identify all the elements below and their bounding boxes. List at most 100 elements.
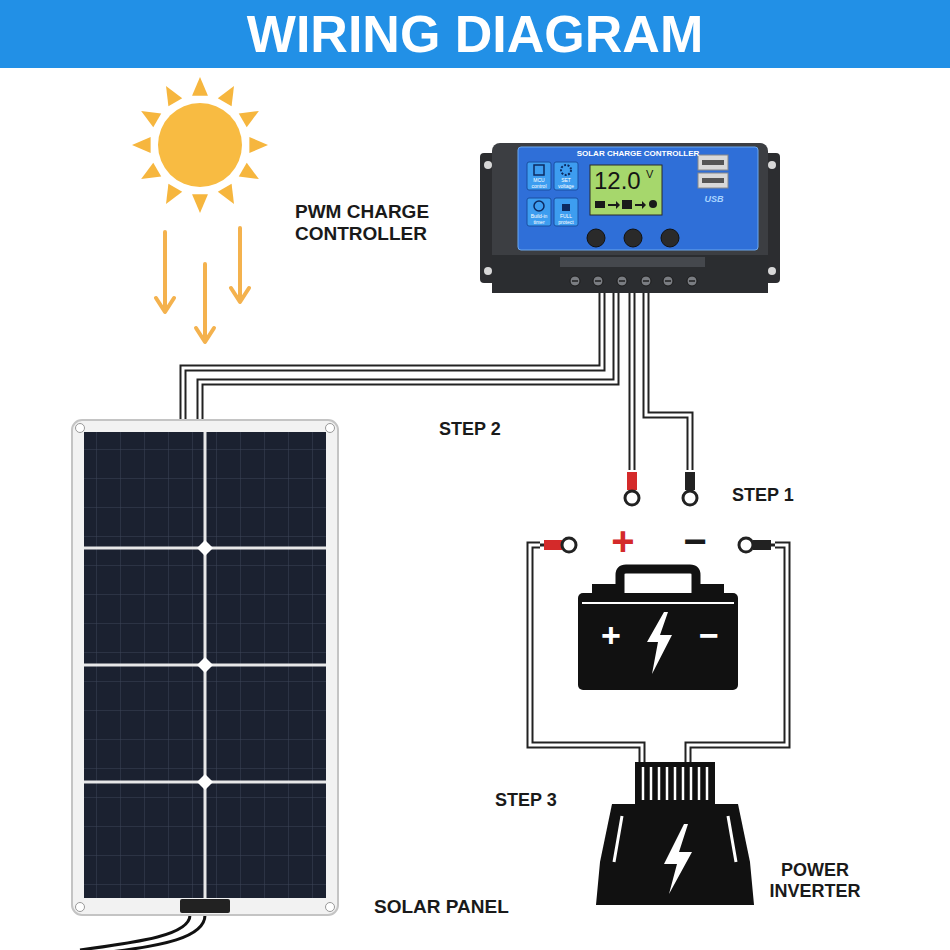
title: WIRING DIAGRAM <box>0 6 950 62</box>
wire-end <box>769 544 775 547</box>
cell-dot <box>197 657 213 673</box>
cell-dot <box>197 540 213 556</box>
feature-label: SET voltage <box>554 178 578 190</box>
voltage-unit: V <box>646 168 658 181</box>
sun-ray <box>249 137 268 153</box>
sun-rays-arrows <box>156 228 249 342</box>
sun-ray <box>192 194 208 213</box>
solar-cells <box>84 432 326 898</box>
terminal-sleeve <box>627 472 637 490</box>
panel-cable <box>80 915 205 950</box>
battery-handle <box>620 569 696 593</box>
step-label: STEP 1 <box>730 485 796 506</box>
title-bar: WIRING DIAGRAM <box>0 0 950 68</box>
feature-tile <box>554 198 578 226</box>
screw-slot <box>595 280 601 282</box>
feature-tile <box>527 198 551 226</box>
sun-ray <box>192 77 208 96</box>
mount-hole <box>484 267 492 275</box>
sun-ray <box>218 184 234 204</box>
inverter-top <box>635 762 715 806</box>
screw-slot <box>665 280 671 282</box>
terminal-screw <box>617 276 627 286</box>
battery-sign: − <box>694 616 724 655</box>
button <box>661 229 679 247</box>
lightning-bolt <box>664 824 692 894</box>
chip-icon <box>534 165 544 175</box>
battery-post <box>592 584 616 594</box>
usb-ports <box>698 155 728 188</box>
wire <box>183 293 602 420</box>
lcd-screen <box>590 165 662 215</box>
sun-disc <box>158 103 242 187</box>
terminal-screw <box>593 276 603 286</box>
mount-hole <box>484 161 492 169</box>
junction-box <box>180 899 230 913</box>
screw-slot <box>689 280 695 282</box>
wire-core <box>646 293 690 470</box>
battery-sign: + <box>596 616 626 655</box>
polarity-sign: + <box>606 518 640 564</box>
terminal-marks <box>560 257 705 267</box>
solar-panel-outline <box>72 420 338 915</box>
cable <box>110 915 205 950</box>
wire-core <box>183 293 602 420</box>
mount-hole <box>76 903 85 912</box>
charge-controller-outline <box>480 143 780 293</box>
cable <box>80 915 190 950</box>
device-label: PWM CHARGE CONTROLLER <box>295 201 470 245</box>
sun-ray <box>166 86 182 106</box>
polarity-sign: − <box>678 518 712 564</box>
wire <box>200 293 616 420</box>
ring-terminal <box>683 491 697 505</box>
cooling-fins <box>643 767 707 800</box>
clock-icon <box>534 201 544 211</box>
button <box>624 229 642 247</box>
mount-hole <box>768 161 776 169</box>
terminal-sleeve <box>544 540 562 550</box>
usb-label: USB <box>697 194 731 204</box>
battery-body <box>578 593 738 690</box>
light-arrow <box>196 264 214 342</box>
battery-post <box>700 584 724 594</box>
terminal-sleeve <box>753 540 771 550</box>
wire <box>646 293 690 470</box>
feature-tile <box>554 162 578 190</box>
feature-label: MCU control <box>527 178 551 190</box>
front-panel <box>518 147 758 250</box>
screw-slot <box>619 280 625 282</box>
ring-terminal <box>739 538 753 552</box>
sun-ray <box>166 184 182 204</box>
terminal-screw <box>687 276 697 286</box>
feature-label: FULL protect <box>554 214 578 226</box>
terminal-strip <box>492 255 768 293</box>
lcd-icons <box>595 200 657 209</box>
lightning-bolt <box>647 612 672 674</box>
terminal-screw <box>641 276 651 286</box>
cell-dot <box>197 774 213 790</box>
sun-ray <box>132 137 151 153</box>
charge-controller: PWM CHARGE CONTROLLERSOLAR CHARGE CONTRO… <box>480 143 780 293</box>
feature-label: Build-in timer <box>527 214 551 226</box>
terminal-screw <box>663 276 673 286</box>
ring-terminal <box>625 491 639 505</box>
voltage-reading: 12.0 <box>594 167 646 195</box>
gear-icon <box>561 165 571 175</box>
mount-hole <box>76 424 85 433</box>
terminal-sleeve <box>685 472 695 490</box>
ring-terminal <box>562 538 576 552</box>
brand-text: SOLAR CHARGE CONTROLLER <box>518 149 758 158</box>
sun-ray <box>141 111 161 127</box>
light-arrow <box>231 228 249 302</box>
solar-panel: SOLAR PANEL <box>72 420 338 915</box>
inverter-body <box>596 804 754 905</box>
cell-gaps <box>84 432 326 898</box>
sun-ray <box>239 163 259 179</box>
lock-icon <box>562 204 570 211</box>
sun-ray <box>218 86 234 106</box>
screw-slot <box>643 280 649 282</box>
battery-lid <box>582 602 734 604</box>
wire-core <box>631 293 634 470</box>
